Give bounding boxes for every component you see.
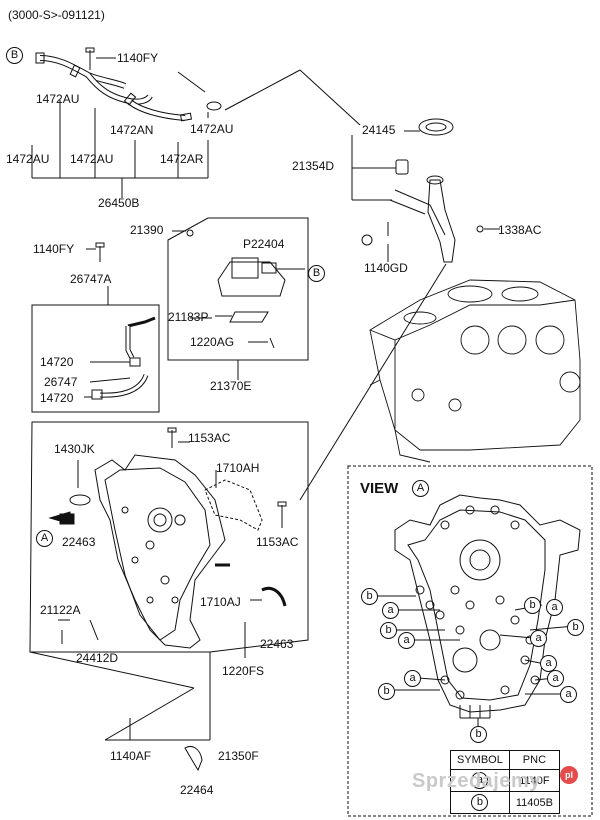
pnc-col-header: PNC [508,750,560,770]
label-21354d: 21354D [292,159,335,173]
callout-a-arrow: A [36,530,53,547]
label-1710aj: 1710AJ [200,595,241,609]
view-tag-b: b [361,588,378,605]
label-21390: 21390 [130,223,164,237]
view-title: VIEW [360,480,399,497]
label-14720-a: 14720 [40,355,74,369]
view-tag-b-bottom: b [470,726,487,743]
view-tag-a: a [530,630,547,647]
label-1472an: 1472AN [110,123,154,137]
label-1220ag: 1220AG [190,335,235,349]
view-tag-b: b [380,622,397,639]
label-26747: 26747 [44,375,78,389]
pcv-box [31,242,160,413]
view-tag-a: a [404,670,421,687]
label-22463-b: 22463 [260,637,294,651]
view-tag-a: a [398,632,415,649]
oil-filler-assembly [299,118,500,501]
label-1140fy-top: 1140FY [117,51,159,65]
symbol-a-tag: a [471,772,489,789]
watermark-logo-icon: pl [560,766,578,784]
symbol-cell: b [450,791,510,814]
label-1140fy-2: 1140FY [33,242,75,256]
view-tag-b: b [567,619,584,636]
view-tag-a: a [382,602,399,619]
label-21183p: 21183P [168,310,209,324]
symbol-b-tag: b [471,794,489,811]
label-1472ar: 1472AR [160,152,204,166]
symbol-col-header: SYMBOL [450,750,510,770]
view-tag-b: b [524,597,541,614]
label-1140af: 1140AF [110,749,152,763]
label-22464: 22464 [180,783,214,797]
label-1153ac-b: 1153AC [256,535,299,549]
engine-block [369,279,581,463]
view-tag-a: a [540,655,557,672]
label-24412d: 24412D [76,651,119,665]
label-1472au-1: 1472AU [36,92,80,106]
label-22463-a: 22463 [62,535,96,549]
label-26450b: 26450B [98,196,140,210]
label-1472au-4: 1472AU [70,152,114,166]
view-marker: A [412,480,429,497]
hose-assembly [31,47,361,198]
label-21122a: 21122A [40,603,81,617]
view-tag-a: a [546,599,563,616]
label-26747a: 26747A [70,272,112,286]
pnc-cell: 11405B [508,791,560,814]
table-row: a 1140F [450,769,560,792]
callout-b-breather: B [308,265,325,282]
breather-box [167,217,309,380]
diagram-header: (3000-S>-091121) [8,8,105,22]
label-14720-b: 14720 [40,391,74,405]
label-24145: 24145 [362,123,396,137]
view-tag-a: a [547,670,564,687]
label-1710ah: 1710AH [216,461,260,475]
label-1140gd: 1140GD [364,261,408,275]
timing-cover-assembly [29,421,309,772]
view-tag-b: b [378,683,395,700]
label-1153ac-a: 1153AC [188,431,231,445]
label-1338ac: 1338AC [498,223,542,237]
label-21370e: 21370E [210,379,252,393]
callout-b-top: B [6,47,23,64]
label-21350f: 21350F [218,749,259,763]
label-p22404: P22404 [243,237,285,251]
label-1430jk: 1430JK [54,442,95,456]
symbol-table: SYMBOL PNC a 1140F b 11405B [450,750,560,814]
symbol-table-header: SYMBOL PNC [450,750,560,770]
label-1220fs: 1220FS [222,664,265,678]
view-tag-a: a [560,686,577,703]
label-1472au-3: 1472AU [6,152,50,166]
label-1472au-2: 1472AU [190,122,234,136]
watermark-text: Sprzedajemy [412,770,541,792]
table-row: b 11405B [450,791,560,814]
